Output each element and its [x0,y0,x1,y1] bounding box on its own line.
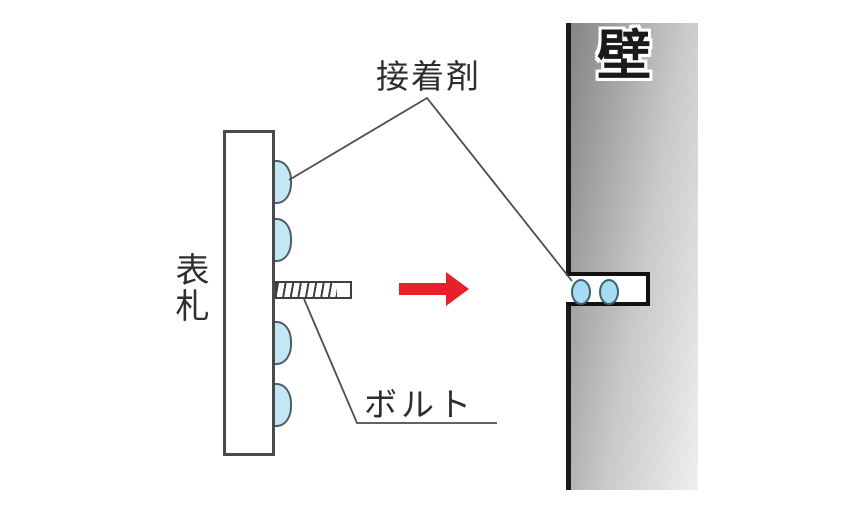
wall-label: 壁 [597,24,651,87]
leader-line-adhesive [288,96,573,282]
wall-panel [570,23,698,490]
adhesive-dab-in-hole [599,279,619,305]
nameplate-rect [223,130,275,456]
adhesive-blob [275,218,292,262]
adhesive-dab-in-hole [571,279,591,305]
wall-edge-line-top [566,23,571,273]
bolt-label: ボルト [364,385,475,424]
adhesive-blob [275,383,292,427]
adhesive-blob [275,160,292,204]
wall-edge-line-bottom [566,305,571,490]
red-arrow-head-icon [446,272,469,306]
red-arrow-icon [399,283,446,295]
bolt-shape [275,281,352,299]
adhesive-label: 接着剤 [376,57,481,96]
nameplate-label: 表札 [169,252,209,324]
adhesive-blob [275,321,292,365]
